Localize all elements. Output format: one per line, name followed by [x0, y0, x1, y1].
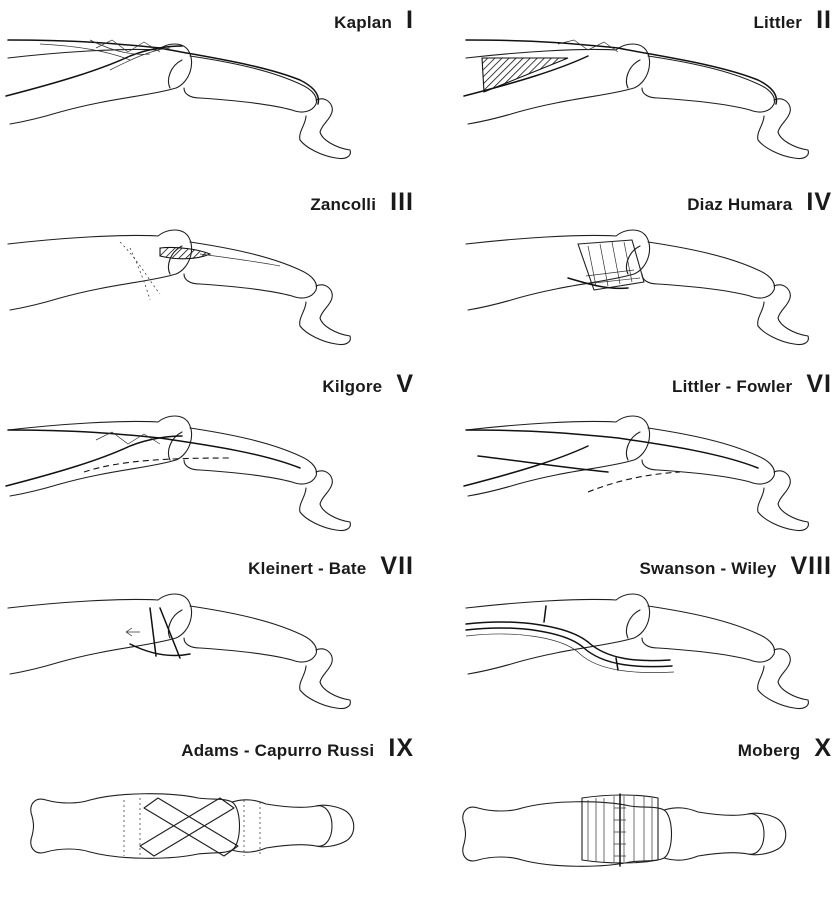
panel-swanson-wiley: Swanson - Wiley VIII — [418, 546, 836, 728]
adams-capurro-russi-finger-diagram — [0, 728, 418, 910]
panel-diaz-humara: Diaz Humara IV — [418, 182, 836, 364]
panel-littler: Littler II — [418, 0, 836, 182]
diaz-humara-finger-diagram — [418, 182, 836, 364]
moberg-finger-diagram — [418, 728, 836, 910]
kleinert-bate-finger-diagram — [0, 546, 418, 728]
panel-kaplan: Kaplan I — [0, 0, 418, 182]
kilgore-finger-diagram — [0, 364, 418, 546]
littler-fowler-finger-diagram — [418, 364, 836, 546]
kaplan-finger-diagram — [0, 0, 418, 182]
panel-adams-capurro-russi: Adams - Capurro Russi IX — [0, 728, 418, 908]
panel-moberg: Moberg X — [418, 728, 836, 908]
littler-finger-diagram — [418, 0, 836, 182]
panel-zancolli: Zancolli III — [0, 182, 418, 364]
panel-kleinert-bate: Kleinert - Bate VII — [0, 546, 418, 728]
panel-kilgore: Kilgore V — [0, 364, 418, 546]
panel-littler-fowler: Littler - Fowler VI — [418, 364, 836, 546]
swanson-wiley-finger-diagram — [418, 546, 836, 728]
zancolli-finger-diagram — [0, 182, 418, 364]
